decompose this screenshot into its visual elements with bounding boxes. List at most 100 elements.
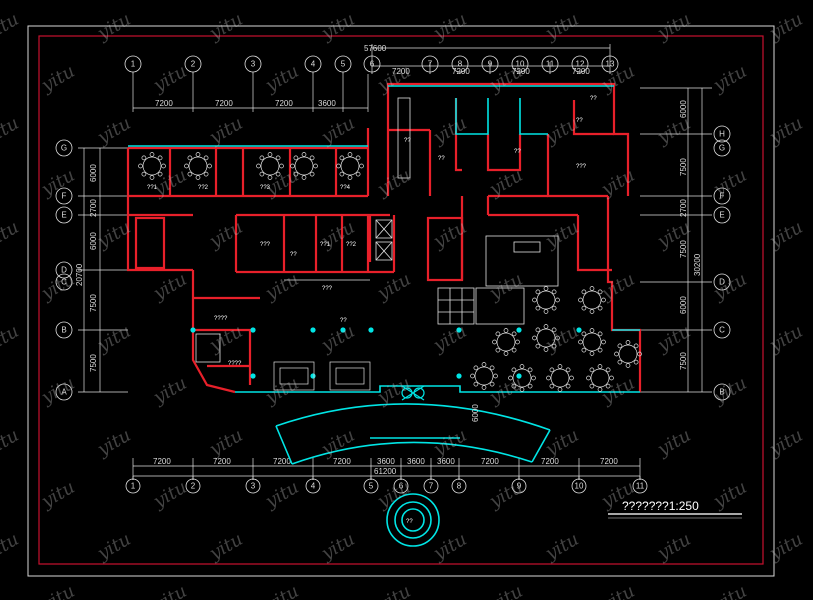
axis-bubble-label: F	[62, 192, 67, 201]
watermark-text: yitu	[317, 9, 358, 45]
table-chair	[503, 328, 509, 333]
axis-bubble-label: 10	[516, 60, 525, 69]
axis-bubble-label: 11	[636, 482, 645, 491]
table-chair	[293, 155, 299, 161]
watermark-text: yitu	[261, 477, 302, 513]
table-chair	[597, 364, 603, 369]
table-chair	[511, 347, 517, 353]
round-table	[550, 368, 570, 388]
room-label: ??	[290, 252, 297, 258]
outer-frame	[27, 25, 775, 577]
table-chair	[551, 327, 557, 333]
axis-bubble-label: A	[61, 388, 67, 397]
table-chair	[578, 339, 583, 345]
watermark-text: yitu	[37, 165, 78, 201]
axis-marker-top: 11	[541, 55, 559, 73]
axis-marker-left: G	[55, 139, 73, 157]
table-chair	[543, 324, 549, 329]
watermark-text: yitu	[0, 529, 23, 565]
axis-bubble-label: 4	[311, 60, 316, 69]
table-chair	[535, 327, 541, 333]
table-chair	[551, 289, 557, 295]
axis-bubble-label: D	[719, 278, 725, 287]
table-chair	[549, 383, 555, 389]
axis-marker-top: 4	[304, 55, 322, 73]
axis-bubble-label: E	[61, 211, 66, 220]
watermark-text: yitu	[765, 321, 806, 357]
axis-bubble-label: 8	[457, 482, 462, 491]
bottom-dimension-lines	[132, 458, 641, 480]
round-table	[294, 156, 314, 176]
column	[516, 373, 522, 379]
right-total-dim: 30200	[693, 253, 702, 276]
axis-bubble-circle	[124, 55, 142, 73]
table-chair	[339, 171, 345, 177]
column	[456, 327, 462, 333]
watermark-text: yitu	[0, 9, 23, 45]
axis-marker-bottom: 7	[423, 478, 439, 494]
axis-bubble-circle	[304, 55, 322, 73]
watermark-text: yitu	[149, 269, 190, 305]
axis-bubble-circle	[481, 55, 499, 73]
table-chair	[149, 152, 155, 157]
watermark-text: yitu	[37, 477, 78, 513]
table-chair	[605, 367, 611, 373]
column	[516, 327, 522, 333]
room-label: ????	[214, 316, 228, 322]
room-label: ??2	[198, 185, 209, 191]
axis-bubble-label: F	[720, 192, 725, 201]
axis-bubble-circle	[713, 125, 731, 143]
table-chair	[601, 339, 606, 345]
watermark-text: yitu	[541, 425, 582, 461]
table-chair	[481, 385, 487, 390]
axis-bubble-label: 1	[131, 482, 136, 491]
axis-bubble-label: 6	[399, 482, 404, 491]
watermark-text: yitu	[597, 581, 638, 600]
table-chair	[195, 175, 201, 180]
table-chair	[637, 351, 642, 357]
axis-bubble-circle	[245, 478, 261, 494]
axis-bubble-label: C	[61, 278, 67, 287]
axis-bubble-label: 2	[191, 482, 196, 491]
table-chair	[256, 163, 261, 169]
column	[310, 373, 316, 379]
table-chair	[355, 155, 361, 161]
axis-bubble-circle	[541, 55, 559, 73]
column	[368, 327, 374, 333]
right-dim-label: 6000	[679, 296, 688, 314]
watermark-text: yitu	[429, 425, 470, 461]
axis-marker-top: 3	[244, 55, 262, 73]
table-chair	[508, 375, 513, 381]
top-dim-label: 7200	[512, 67, 530, 76]
table-chair	[489, 365, 495, 371]
room-label: ??1	[147, 185, 158, 191]
table-chair	[589, 383, 595, 389]
axis-bubble-circle	[571, 478, 587, 494]
column	[250, 373, 256, 379]
table-chair	[293, 171, 299, 177]
axis-marker-left: E	[55, 206, 73, 224]
table-chair	[275, 171, 281, 177]
watermark-text: yitu	[261, 581, 302, 600]
table-chair	[549, 367, 555, 373]
table-chair	[546, 375, 551, 381]
axis-bubble-label: E	[719, 211, 724, 220]
table-chair	[339, 155, 345, 161]
axis-marker-top: 1	[124, 55, 142, 73]
table-chair	[161, 163, 166, 169]
axis-marker-left: A	[55, 383, 73, 401]
table-chair	[597, 289, 603, 295]
watermark-text: yitu	[653, 217, 694, 253]
watermark-text: yitu	[765, 113, 806, 149]
column	[250, 327, 256, 333]
table-chair	[157, 171, 163, 177]
left-total-dim: 20700	[75, 263, 84, 286]
axis-marker-top: 5	[334, 55, 352, 73]
table-chair	[313, 163, 318, 169]
axis-bubble-circle	[571, 55, 589, 73]
axis-marker-top: 7	[421, 55, 439, 73]
axis-bubble-label: C	[719, 326, 725, 335]
watermark-text: yitu	[93, 113, 134, 149]
table-chair	[470, 373, 475, 379]
